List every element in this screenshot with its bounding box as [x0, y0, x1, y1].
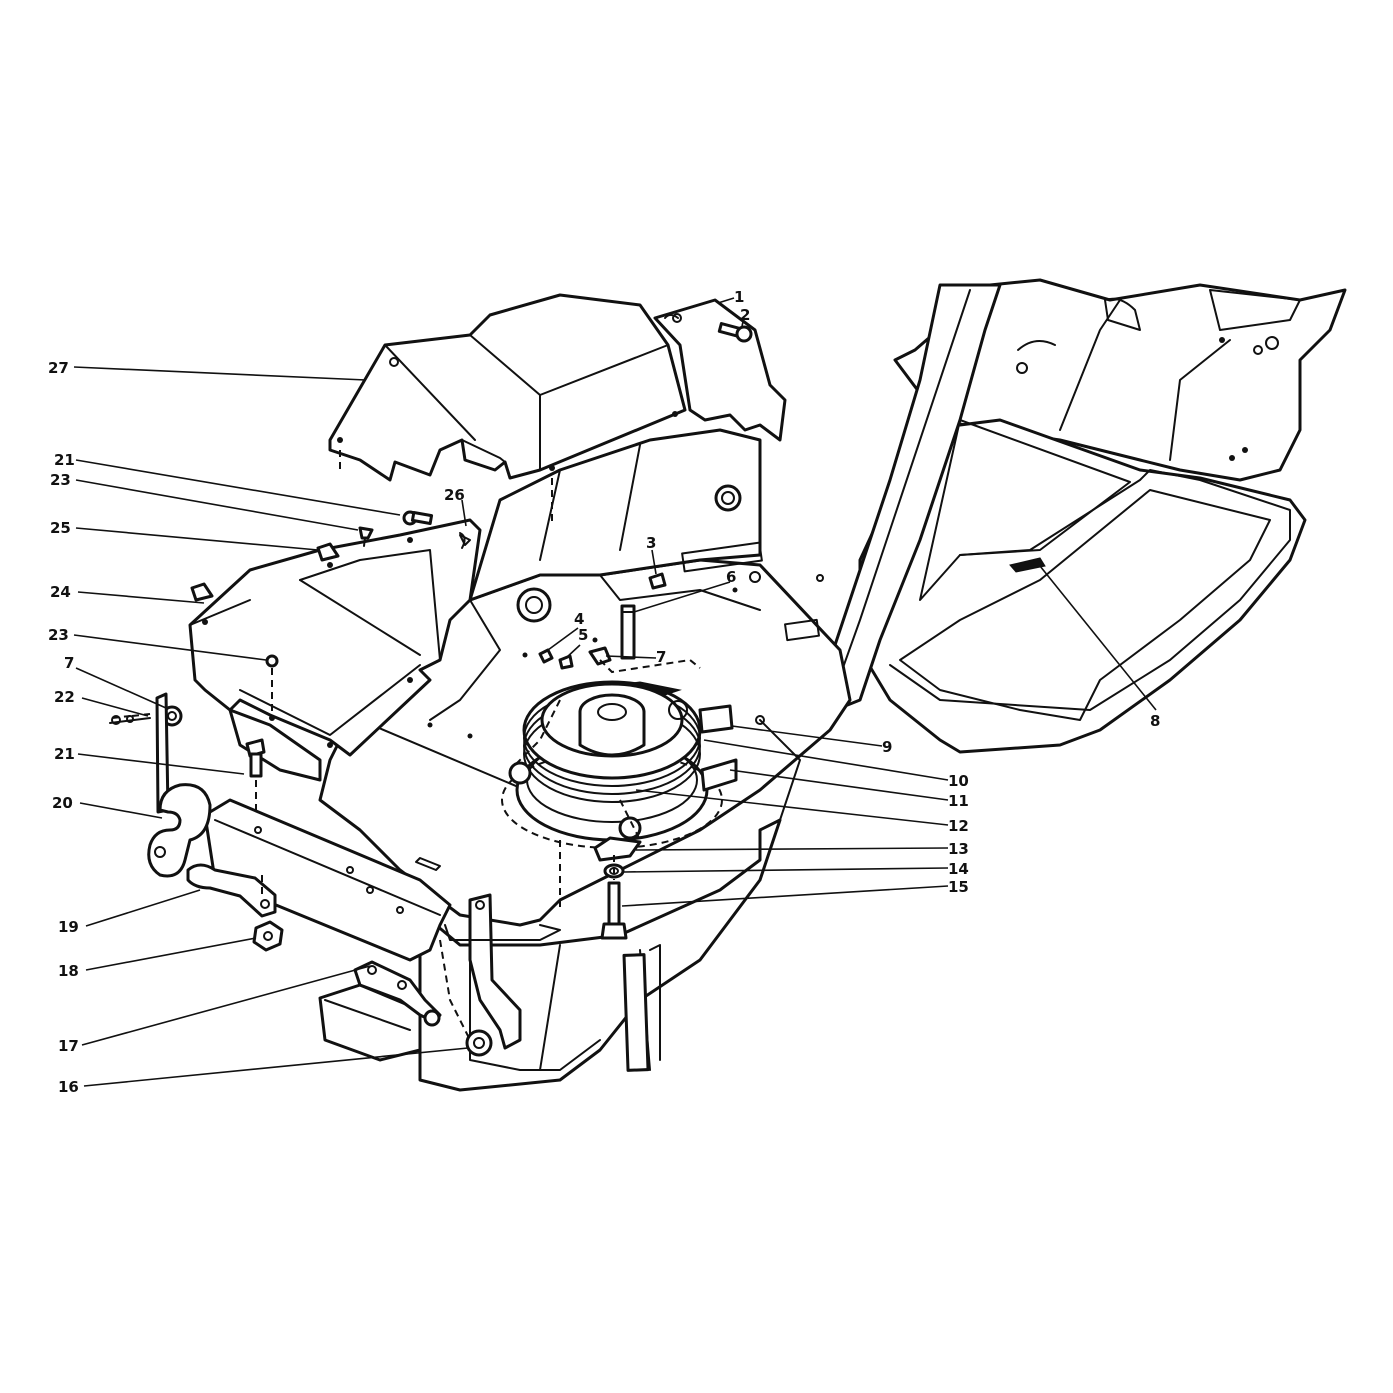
label-5: 5	[578, 626, 588, 644]
part-3-nut	[648, 572, 667, 590]
part-24-clip	[190, 582, 214, 602]
label-23-lower: 23	[48, 626, 69, 644]
clutch-assembly	[501, 680, 738, 940]
part-6-key	[620, 604, 636, 660]
part-26-side-shield	[188, 518, 482, 782]
part-22-pin	[109, 713, 151, 725]
label-1: 1	[734, 288, 744, 306]
label-14: 14	[948, 860, 969, 878]
part-23-screw-top	[358, 526, 374, 547]
label-20: 20	[52, 794, 73, 812]
part-20-lever	[147, 692, 212, 878]
part-16-linkage	[439, 893, 561, 1057]
part-21-bolt-top	[402, 510, 434, 526]
label-2: 2	[740, 306, 750, 324]
label-3: 3	[646, 534, 656, 552]
part-18-nut	[252, 920, 284, 952]
part-21-bolt-lower	[245, 738, 266, 815]
label-8: 8	[1150, 712, 1160, 730]
label-7-center: 7	[656, 648, 666, 666]
part-7-bracket	[588, 646, 701, 674]
label-23-top: 23	[50, 471, 71, 489]
part-25-clip	[316, 542, 340, 562]
callout-labels: 1 2 27 21 23 25 26 24 23 7 22 21 20 19 1…	[48, 288, 1160, 1096]
label-12: 12	[948, 817, 969, 835]
part-27-shield	[328, 293, 687, 525]
label-24: 24	[50, 583, 71, 601]
label-13: 13	[948, 840, 969, 858]
part-19-link	[186, 863, 277, 918]
label-21-top: 21	[54, 451, 75, 469]
label-18: 18	[58, 962, 79, 980]
label-10: 10	[948, 772, 969, 790]
label-17: 17	[58, 1037, 79, 1055]
label-11: 11	[948, 792, 969, 810]
part-4-washer	[538, 648, 554, 664]
label-15: 15	[948, 878, 969, 896]
label-7-left: 7	[64, 654, 74, 672]
label-27: 27	[48, 359, 69, 377]
part-17-bracket	[353, 960, 442, 1027]
leader-lines	[73, 297, 1157, 1087]
label-21-lower: 21	[54, 745, 75, 763]
label-26: 26	[444, 486, 465, 504]
label-25: 25	[50, 519, 71, 537]
label-4: 4	[574, 610, 584, 628]
label-9: 9	[882, 738, 892, 756]
part-2-bolt	[717, 322, 753, 343]
label-22: 22	[54, 688, 75, 706]
part-1-bracket	[653, 298, 787, 442]
label-19: 19	[58, 918, 79, 936]
part-23-screw-lower	[265, 654, 279, 715]
label-6: 6	[726, 568, 736, 586]
label-16: 16	[58, 1078, 79, 1096]
